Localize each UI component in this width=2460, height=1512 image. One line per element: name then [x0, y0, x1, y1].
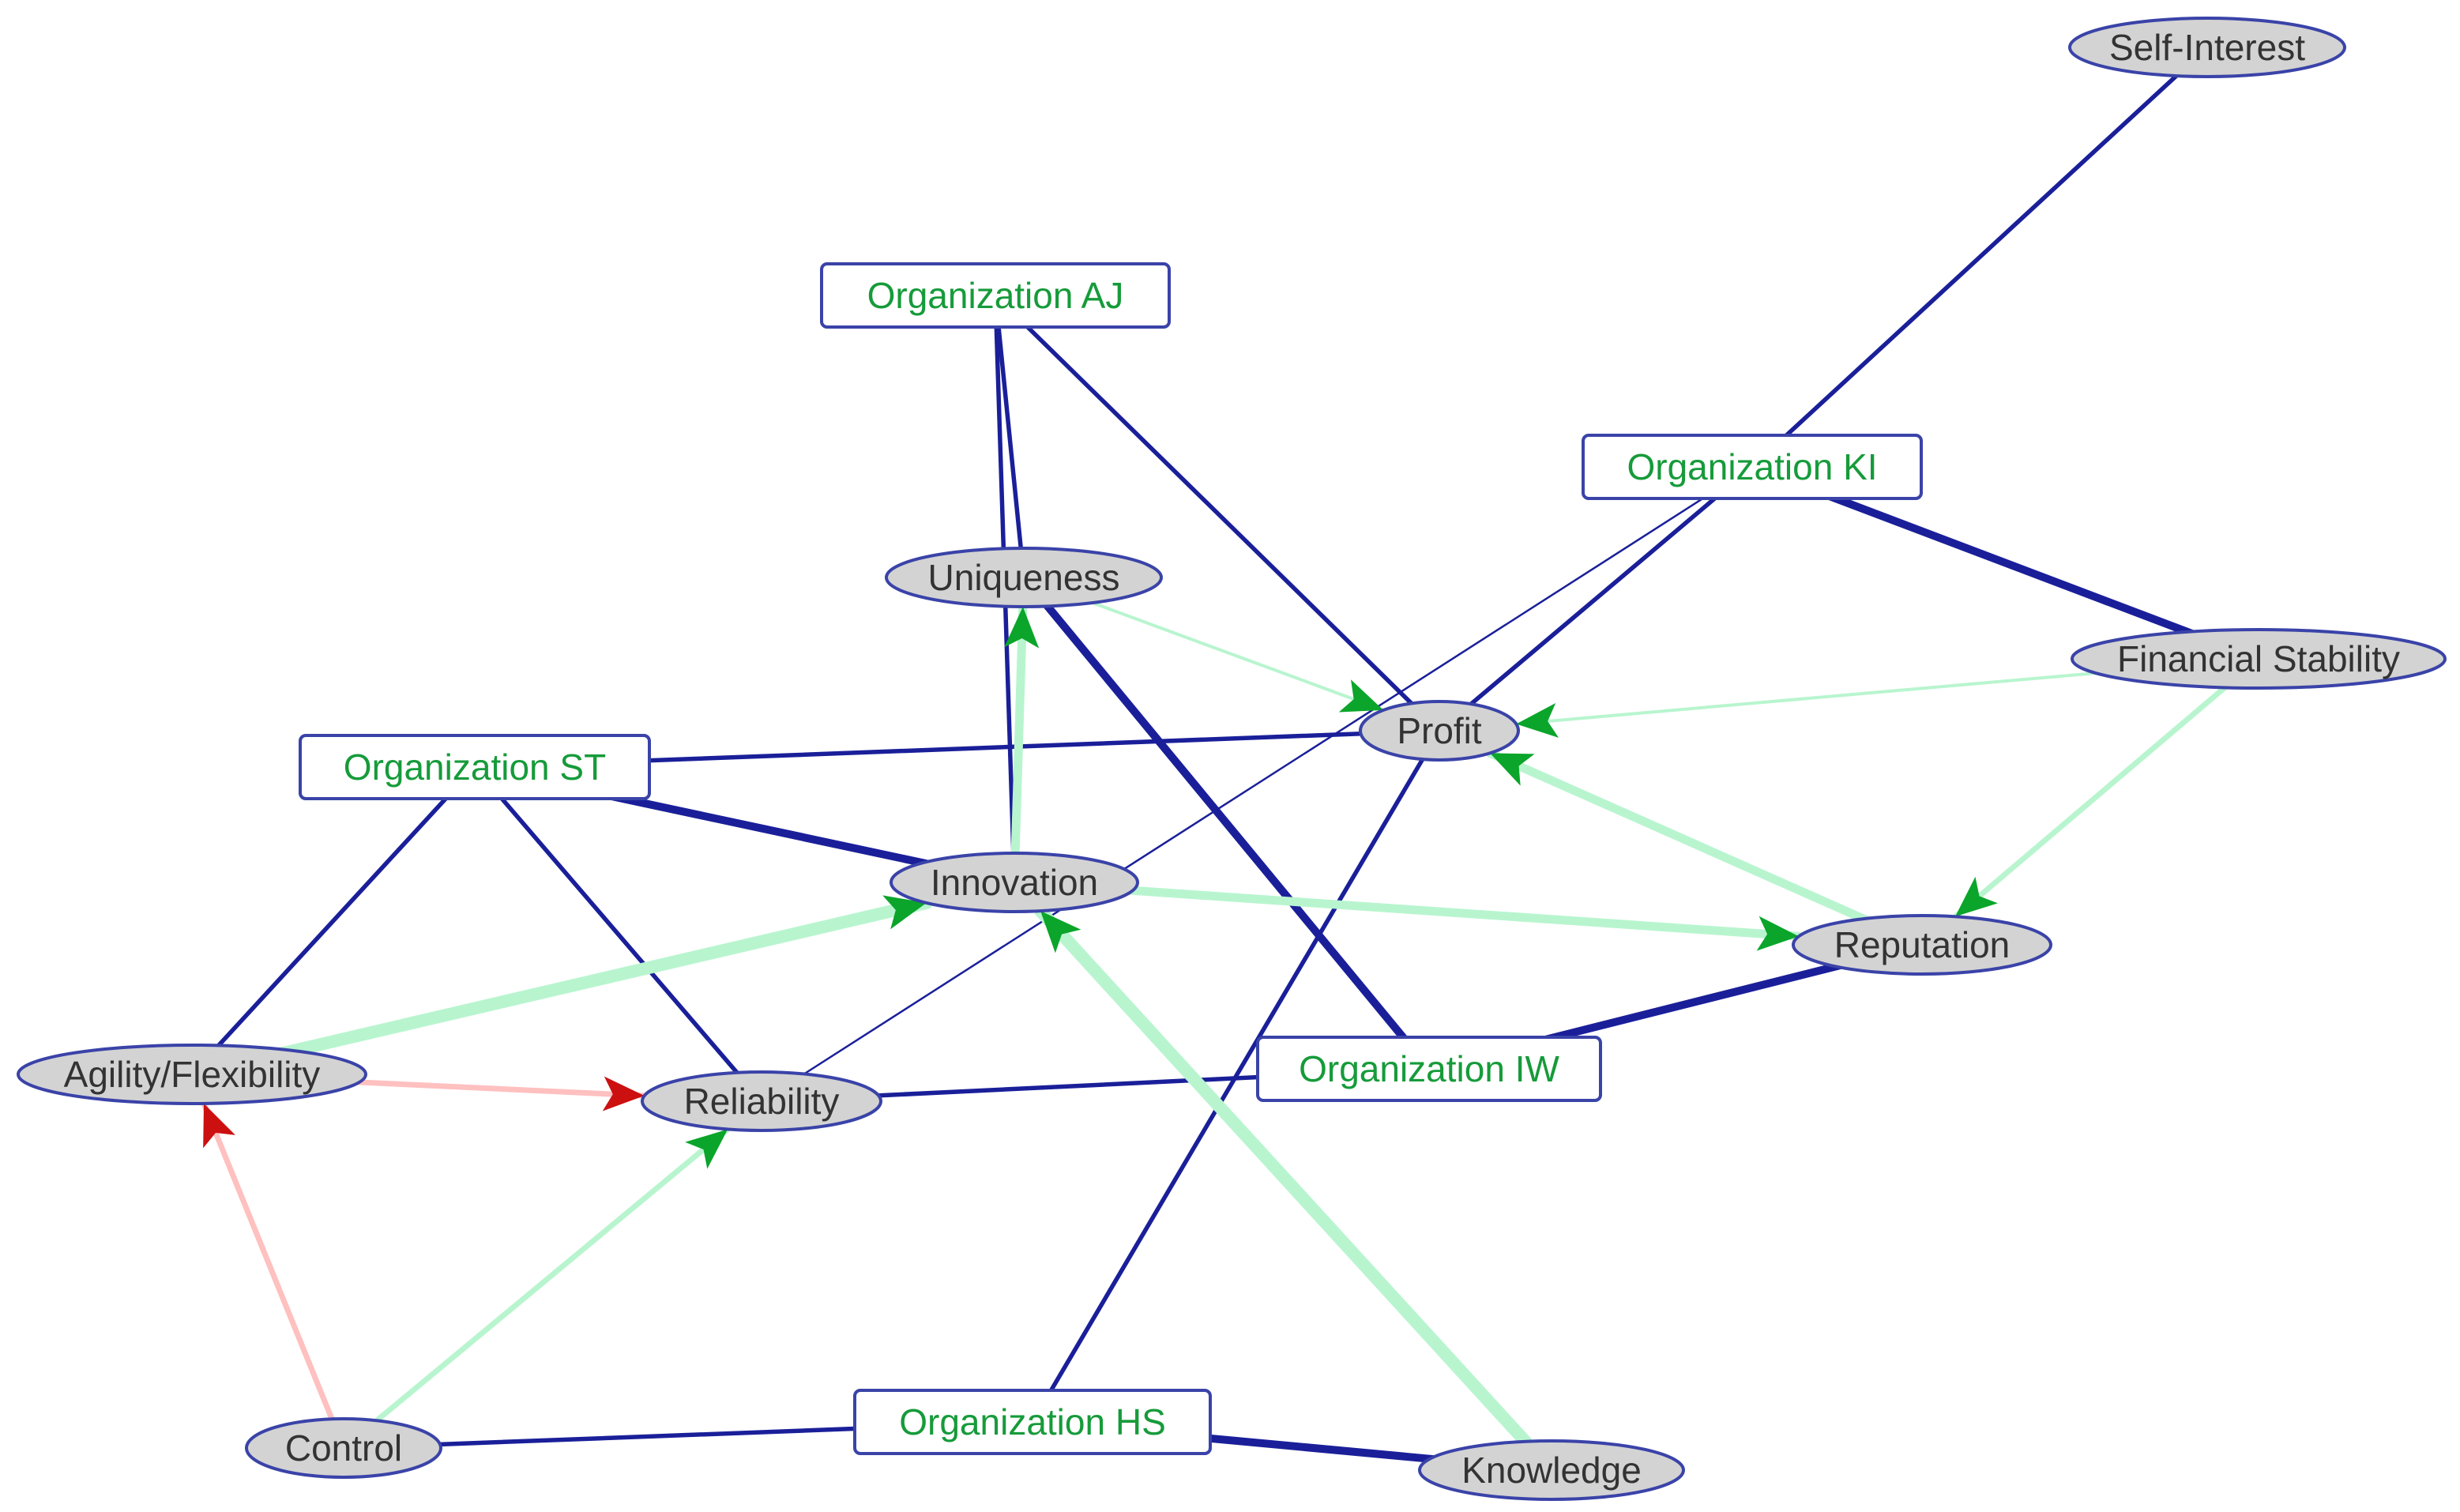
concept-node-reliability[interactable]: Reliability [641, 1070, 882, 1132]
influence-edge-control-reliability [340, 1126, 731, 1451]
association-edge-org-aj-profit [993, 293, 1442, 733]
concept-label: Financial Stability [2117, 638, 2400, 679]
organization-node-hs[interactable]: Organization HS [853, 1389, 1212, 1455]
association-edge-org-ki-profit [1437, 465, 1755, 733]
arrowhead-innovation-reputation [1756, 916, 1799, 951]
concept-node-uniqueness[interactable]: Uniqueness [885, 547, 1163, 608]
organization-node-aj[interactable]: Organization AJ [820, 262, 1171, 329]
association-edge-org-hs-profit [1030, 728, 1442, 1424]
association-edge-org-ki-self-interest [1750, 45, 2210, 469]
nodes-layer: Self-Interest Uniqueness Financial Stabi… [17, 17, 2447, 1501]
arrowhead-reputation-profit [1490, 753, 1535, 786]
concept-node-control[interactable]: Control [245, 1417, 442, 1479]
concept-node-profit[interactable]: Profit [1359, 700, 1520, 762]
influence-edge-agility-innovation [186, 896, 933, 1081]
influence-edge-innovation-uniqueness [1010, 602, 1028, 887]
arrowhead-control-agility [203, 1103, 235, 1149]
organization-node-st[interactable]: Organization ST [299, 734, 651, 800]
concept-label: Agility/Flexibility [64, 1054, 321, 1095]
concept-label: Innovation [931, 862, 1098, 903]
concept-node-self-interest[interactable]: Self-Interest [2068, 17, 2346, 78]
organization-node-ki[interactable]: Organization KI [1582, 434, 1923, 500]
organization-label: Organization KI [1627, 446, 1877, 487]
concept-label: Profit [1397, 710, 1482, 751]
association-edge-org-st-reliability [472, 765, 764, 1104]
arrowhead-financial-stability-profit [1516, 703, 1559, 738]
concept-label: Reliability [684, 1081, 840, 1122]
arrowhead-agility-reliability [602, 1076, 645, 1111]
organization-label: Organization AJ [867, 275, 1124, 316]
association-edge-org-ki-reliability [760, 465, 1754, 1103]
organization-label: Organization ST [344, 747, 606, 788]
concept-node-innovation[interactable]: Innovation [890, 852, 1139, 913]
association-edge-org-iw-uniqueness [1020, 574, 1433, 1073]
concept-node-financial-stability[interactable]: Financial Stability [2071, 628, 2447, 690]
influence-edge-knowledge-innovation [1034, 905, 1558, 1476]
influence-edge-financial-stability-reputation [1952, 656, 2262, 920]
influence-edge-reputation-profit [1485, 748, 1927, 950]
concept-label: Self-Interest [2109, 27, 2305, 68]
organization-label: Organization IW [1299, 1048, 1559, 1089]
organization-label: Organization HS [899, 1401, 1166, 1442]
concept-node-agility-flexibility[interactable]: Agility/Flexibility [17, 1044, 367, 1105]
arrowhead-control-reliability [685, 1129, 728, 1169]
concept-label: Control [285, 1427, 402, 1469]
concept-label: Knowledge [1461, 1450, 1642, 1491]
concept-node-reputation[interactable]: Reputation [1792, 914, 2052, 976]
arrowhead-innovation-uniqueness [1004, 606, 1040, 649]
concept-label: Reputation [1834, 924, 2011, 965]
concept-label: Uniqueness [928, 557, 1120, 598]
organization-node-iw[interactable]: Organization IW [1256, 1036, 1602, 1102]
concept-node-knowledge[interactable]: Knowledge [1418, 1439, 1685, 1501]
arrowhead-financial-stability-reputation [1955, 876, 1998, 917]
arrowhead-uniqueness-profit [1338, 679, 1384, 713]
arrowhead-knowledge-innovation [1040, 911, 1081, 953]
association-edge-org-st-agility [190, 765, 477, 1077]
influence-edge-control-agility [201, 1100, 347, 1451]
arrowhead-agility-innovation [882, 895, 927, 930]
association-edge-org-aj-uniqueness [993, 293, 1026, 580]
influence-edge-innovation-reputation [1010, 878, 1804, 941]
arrowheads-layer [203, 606, 1998, 1169]
